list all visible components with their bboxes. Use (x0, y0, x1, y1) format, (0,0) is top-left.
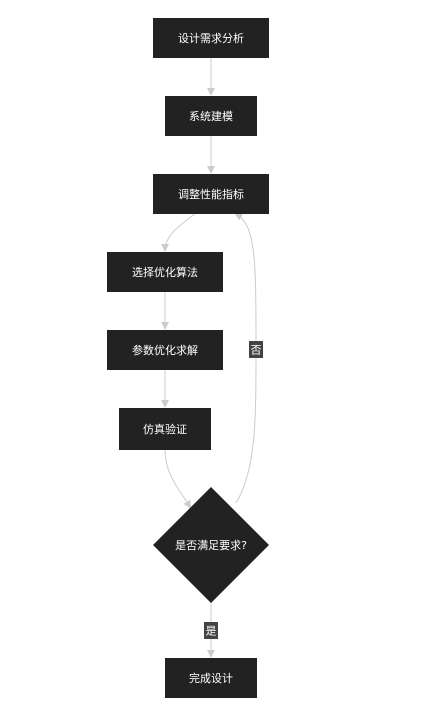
node-complete-design-label: 完成设计 (189, 671, 233, 685)
node-parameter-optimization-label: 参数优化求解 (132, 343, 198, 357)
edge-n6-decision (164, 449, 192, 509)
edge-label-no-text: 否 (251, 344, 262, 357)
node-parameter-optimization: 参数优化求解 (107, 330, 223, 370)
node-simulation-verification: 仿真验证 (119, 408, 211, 450)
node-decision-requirements-met-label: 是否满足要求? (175, 539, 247, 552)
edge-label-yes: 是 (204, 622, 218, 639)
node-complete-design: 完成设计 (165, 658, 257, 698)
node-system-modeling-label: 系统建模 (189, 109, 233, 123)
edge-label-no: 否 (249, 341, 263, 358)
node-select-algorithm: 选择优化算法 (107, 252, 223, 292)
node-adjust-metrics: 调整性能指标 (153, 174, 269, 214)
edge-decision-n3 (234, 213, 257, 504)
node-requirements-analysis: 设计需求分析 (153, 18, 269, 58)
edge-n3-n4 (161, 213, 196, 252)
node-adjust-metrics-label: 调整性能指标 (178, 187, 244, 201)
node-system-modeling: 系统建模 (165, 96, 257, 136)
node-select-algorithm-label: 选择优化算法 (132, 265, 198, 279)
node-simulation-verification-label: 仿真验证 (143, 422, 187, 436)
node-requirements-analysis-label: 设计需求分析 (178, 31, 244, 45)
edge-label-yes-text: 是 (206, 625, 217, 638)
node-decision-requirements-met: 是否满足要求? (153, 487, 269, 603)
